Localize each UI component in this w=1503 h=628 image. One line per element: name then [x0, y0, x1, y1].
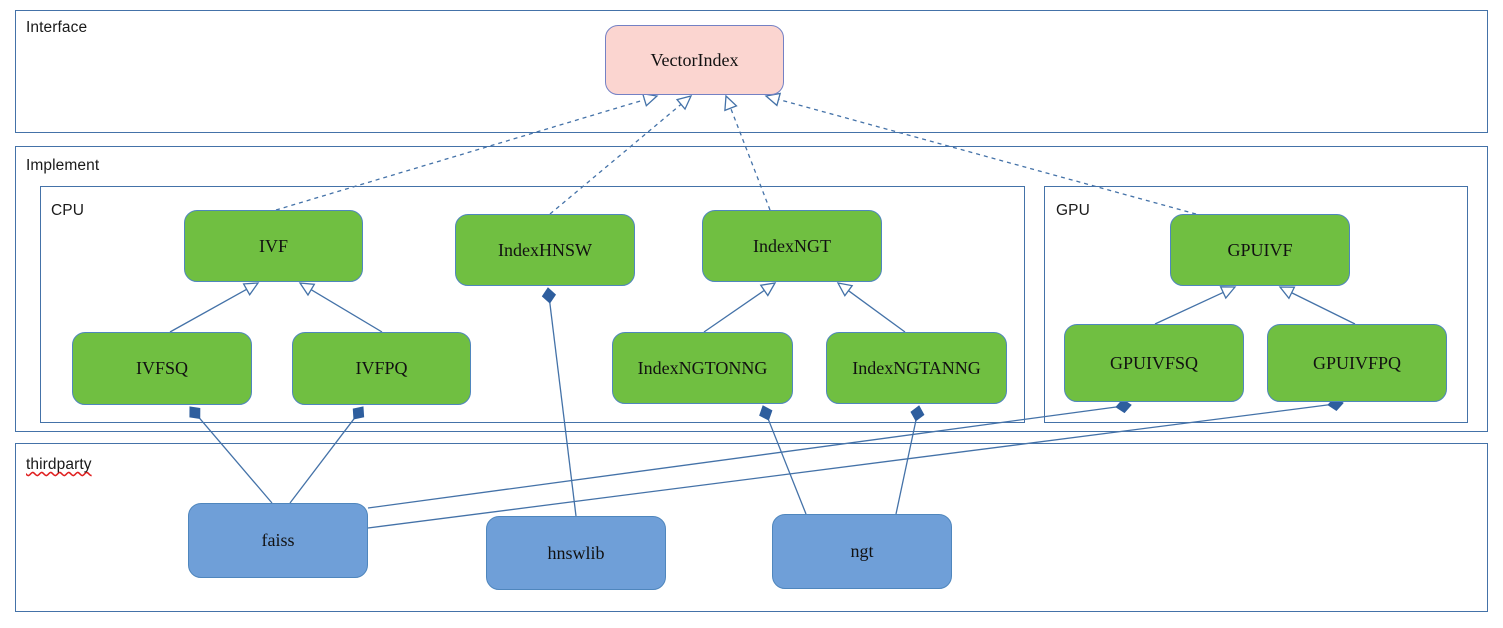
- class-node-label-gpuivfsq: GPUIVFSQ: [1109, 352, 1199, 373]
- class-node-label-ngt: ngt: [850, 541, 874, 562]
- class-node-indexngtanng[interactable]: IndexNGTANNG: [826, 332, 1007, 404]
- class-node-gpuivfpq[interactable]: GPUIVFPQ: [1267, 324, 1447, 402]
- class-node-faiss[interactable]: faiss: [188, 503, 368, 578]
- class-node-label-ivf: IVF: [258, 235, 288, 256]
- class-node-label-faiss: faiss: [261, 530, 295, 551]
- group-label-gpu: GPU: [1056, 202, 1090, 219]
- class-node-ngt[interactable]: ngt: [772, 514, 952, 589]
- group-label-implement: Implement: [26, 157, 100, 174]
- class-node-label-indexngtanng: IndexNGTANNG: [852, 357, 981, 378]
- class-node-label-indexngtonng: IndexNGTONNG: [637, 357, 768, 378]
- class-node-label-gpuivf: GPUIVF: [1227, 239, 1293, 260]
- class-node-label-vectorindex: VectorIndex: [650, 49, 739, 70]
- class-node-hnswlib[interactable]: hnswlib: [486, 516, 666, 590]
- class-node-label-gpuivfpq: GPUIVFPQ: [1312, 352, 1402, 373]
- class-node-ivf[interactable]: IVF: [184, 210, 363, 282]
- class-node-label-hnswlib: hnswlib: [547, 542, 605, 563]
- group-label-cpu: CPU: [51, 202, 85, 219]
- class-node-label-indexhnsw: IndexHNSW: [498, 239, 592, 260]
- group-label-interface: Interface: [26, 19, 88, 36]
- class-node-indexngt[interactable]: IndexNGT: [702, 210, 882, 282]
- class-node-label-ivfpq: IVFPQ: [355, 358, 408, 379]
- class-node-label-indexngt: IndexNGT: [753, 235, 831, 256]
- class-node-ivfsq[interactable]: IVFSQ: [72, 332, 252, 405]
- class-node-indexhnsw[interactable]: IndexHNSW: [455, 214, 635, 286]
- class-node-gpuivf[interactable]: GPUIVF: [1170, 214, 1350, 286]
- class-node-vectorindex[interactable]: VectorIndex: [605, 25, 784, 95]
- class-node-indexngtonng[interactable]: IndexNGTONNG: [612, 332, 793, 404]
- class-node-ivfpq[interactable]: IVFPQ: [292, 332, 471, 405]
- group-label-thirdparty: thirdparty: [26, 456, 92, 473]
- class-node-gpuivfsq[interactable]: GPUIVFSQ: [1064, 324, 1244, 402]
- class-node-label-ivfsq: IVFSQ: [135, 358, 188, 379]
